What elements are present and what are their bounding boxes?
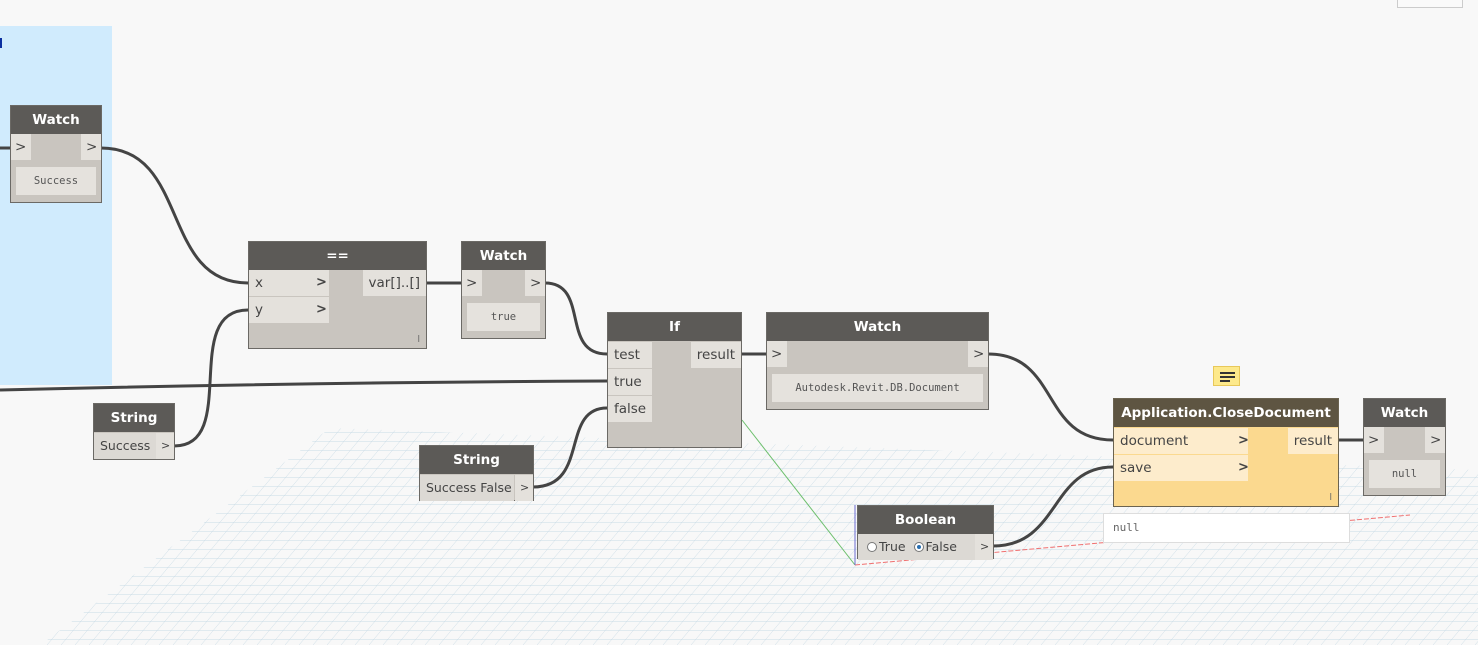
string-value[interactable]: Success False <box>420 475 514 501</box>
node-title: String <box>420 446 533 474</box>
node-group[interactable] <box>0 26 112 385</box>
output-port[interactable]: > <box>515 475 533 501</box>
string-node[interactable]: String Success > <box>93 403 175 460</box>
lacing-indicator: l <box>417 335 420 345</box>
wire <box>987 352 1114 442</box>
boolean-node[interactable]: Boolean True False > <box>857 505 994 560</box>
output-port[interactable]: > <box>81 134 101 160</box>
watch-value: Success <box>16 167 96 195</box>
node-title: Application.CloseDocument <box>1114 399 1338 427</box>
lacing-indicator: l <box>1329 493 1332 503</box>
comment-icon[interactable] <box>1213 366 1240 386</box>
wire <box>173 308 249 448</box>
node-preview: null <box>1103 513 1350 543</box>
input-port-save[interactable]: save <box>1114 455 1248 481</box>
node-title: Watch <box>11 106 101 134</box>
node-title: Watch <box>767 313 988 341</box>
watch-node[interactable]: Watch > > Success <box>10 105 102 203</box>
radio-icon <box>867 542 877 552</box>
chevron-right-icon: > <box>316 302 327 317</box>
wire <box>992 465 1114 548</box>
wire <box>544 281 608 356</box>
chevron-right-icon: > <box>1238 460 1249 475</box>
radio-true[interactable]: True <box>867 539 906 554</box>
wire <box>0 379 608 392</box>
radio-selected-icon <box>913 542 924 552</box>
input-port[interactable]: > <box>11 134 31 160</box>
chevron-right-icon: > <box>316 275 327 290</box>
view-toggle-button[interactable] <box>1397 0 1463 8</box>
node-title: == <box>249 242 426 270</box>
watch-node[interactable]: Watch > > Autodesk.Revit.DB.Document <box>766 312 989 410</box>
group-title-marker <box>0 38 2 48</box>
string-value[interactable]: Success <box>94 433 156 459</box>
output-port[interactable]: > <box>1425 427 1445 453</box>
watch-node[interactable]: Watch > > true <box>461 241 546 339</box>
input-port-test[interactable]: test <box>608 342 652 368</box>
input-port-y[interactable]: y <box>249 297 329 323</box>
input-port-true[interactable]: true <box>608 369 652 395</box>
chevron-right-icon: > <box>1238 433 1249 448</box>
output-port[interactable]: > <box>975 534 993 560</box>
output-port[interactable]: > <box>968 341 988 367</box>
node-title: Watch <box>462 242 545 270</box>
if-node[interactable]: If test true false result <box>607 312 742 448</box>
watch-node[interactable]: Watch > > null <box>1363 398 1446 496</box>
output-port[interactable]: var[]..[] <box>362 270 426 296</box>
close-document-node[interactable]: Application.CloseDocument document > sav… <box>1113 398 1339 507</box>
output-port[interactable]: result <box>690 342 741 368</box>
output-port[interactable]: > <box>525 270 545 296</box>
input-port[interactable]: > <box>767 341 787 367</box>
node-title: Boolean <box>858 506 993 534</box>
watch-value: Autodesk.Revit.DB.Document <box>772 374 983 402</box>
equals-node[interactable]: == x > y > var[]..[] l <box>248 241 427 349</box>
watch-value: null <box>1369 460 1440 488</box>
wire <box>100 146 249 285</box>
string-node[interactable]: String Success False > <box>419 445 534 501</box>
input-port-document[interactable]: document <box>1114 428 1248 454</box>
input-port[interactable]: > <box>462 270 482 296</box>
node-title: String <box>94 404 174 432</box>
node-title: Watch <box>1364 399 1445 427</box>
output-port[interactable]: > <box>156 433 174 459</box>
wire <box>532 406 608 489</box>
watch-value: true <box>467 303 540 331</box>
radio-label: True <box>879 539 906 554</box>
radio-false[interactable]: False <box>913 539 957 554</box>
radio-label: False <box>925 539 957 554</box>
node-title: If <box>608 313 741 341</box>
output-port[interactable]: result <box>1287 428 1338 454</box>
input-port-false[interactable]: false <box>608 396 652 422</box>
input-port-x[interactable]: x <box>249 270 329 296</box>
input-port[interactable]: > <box>1364 427 1384 453</box>
